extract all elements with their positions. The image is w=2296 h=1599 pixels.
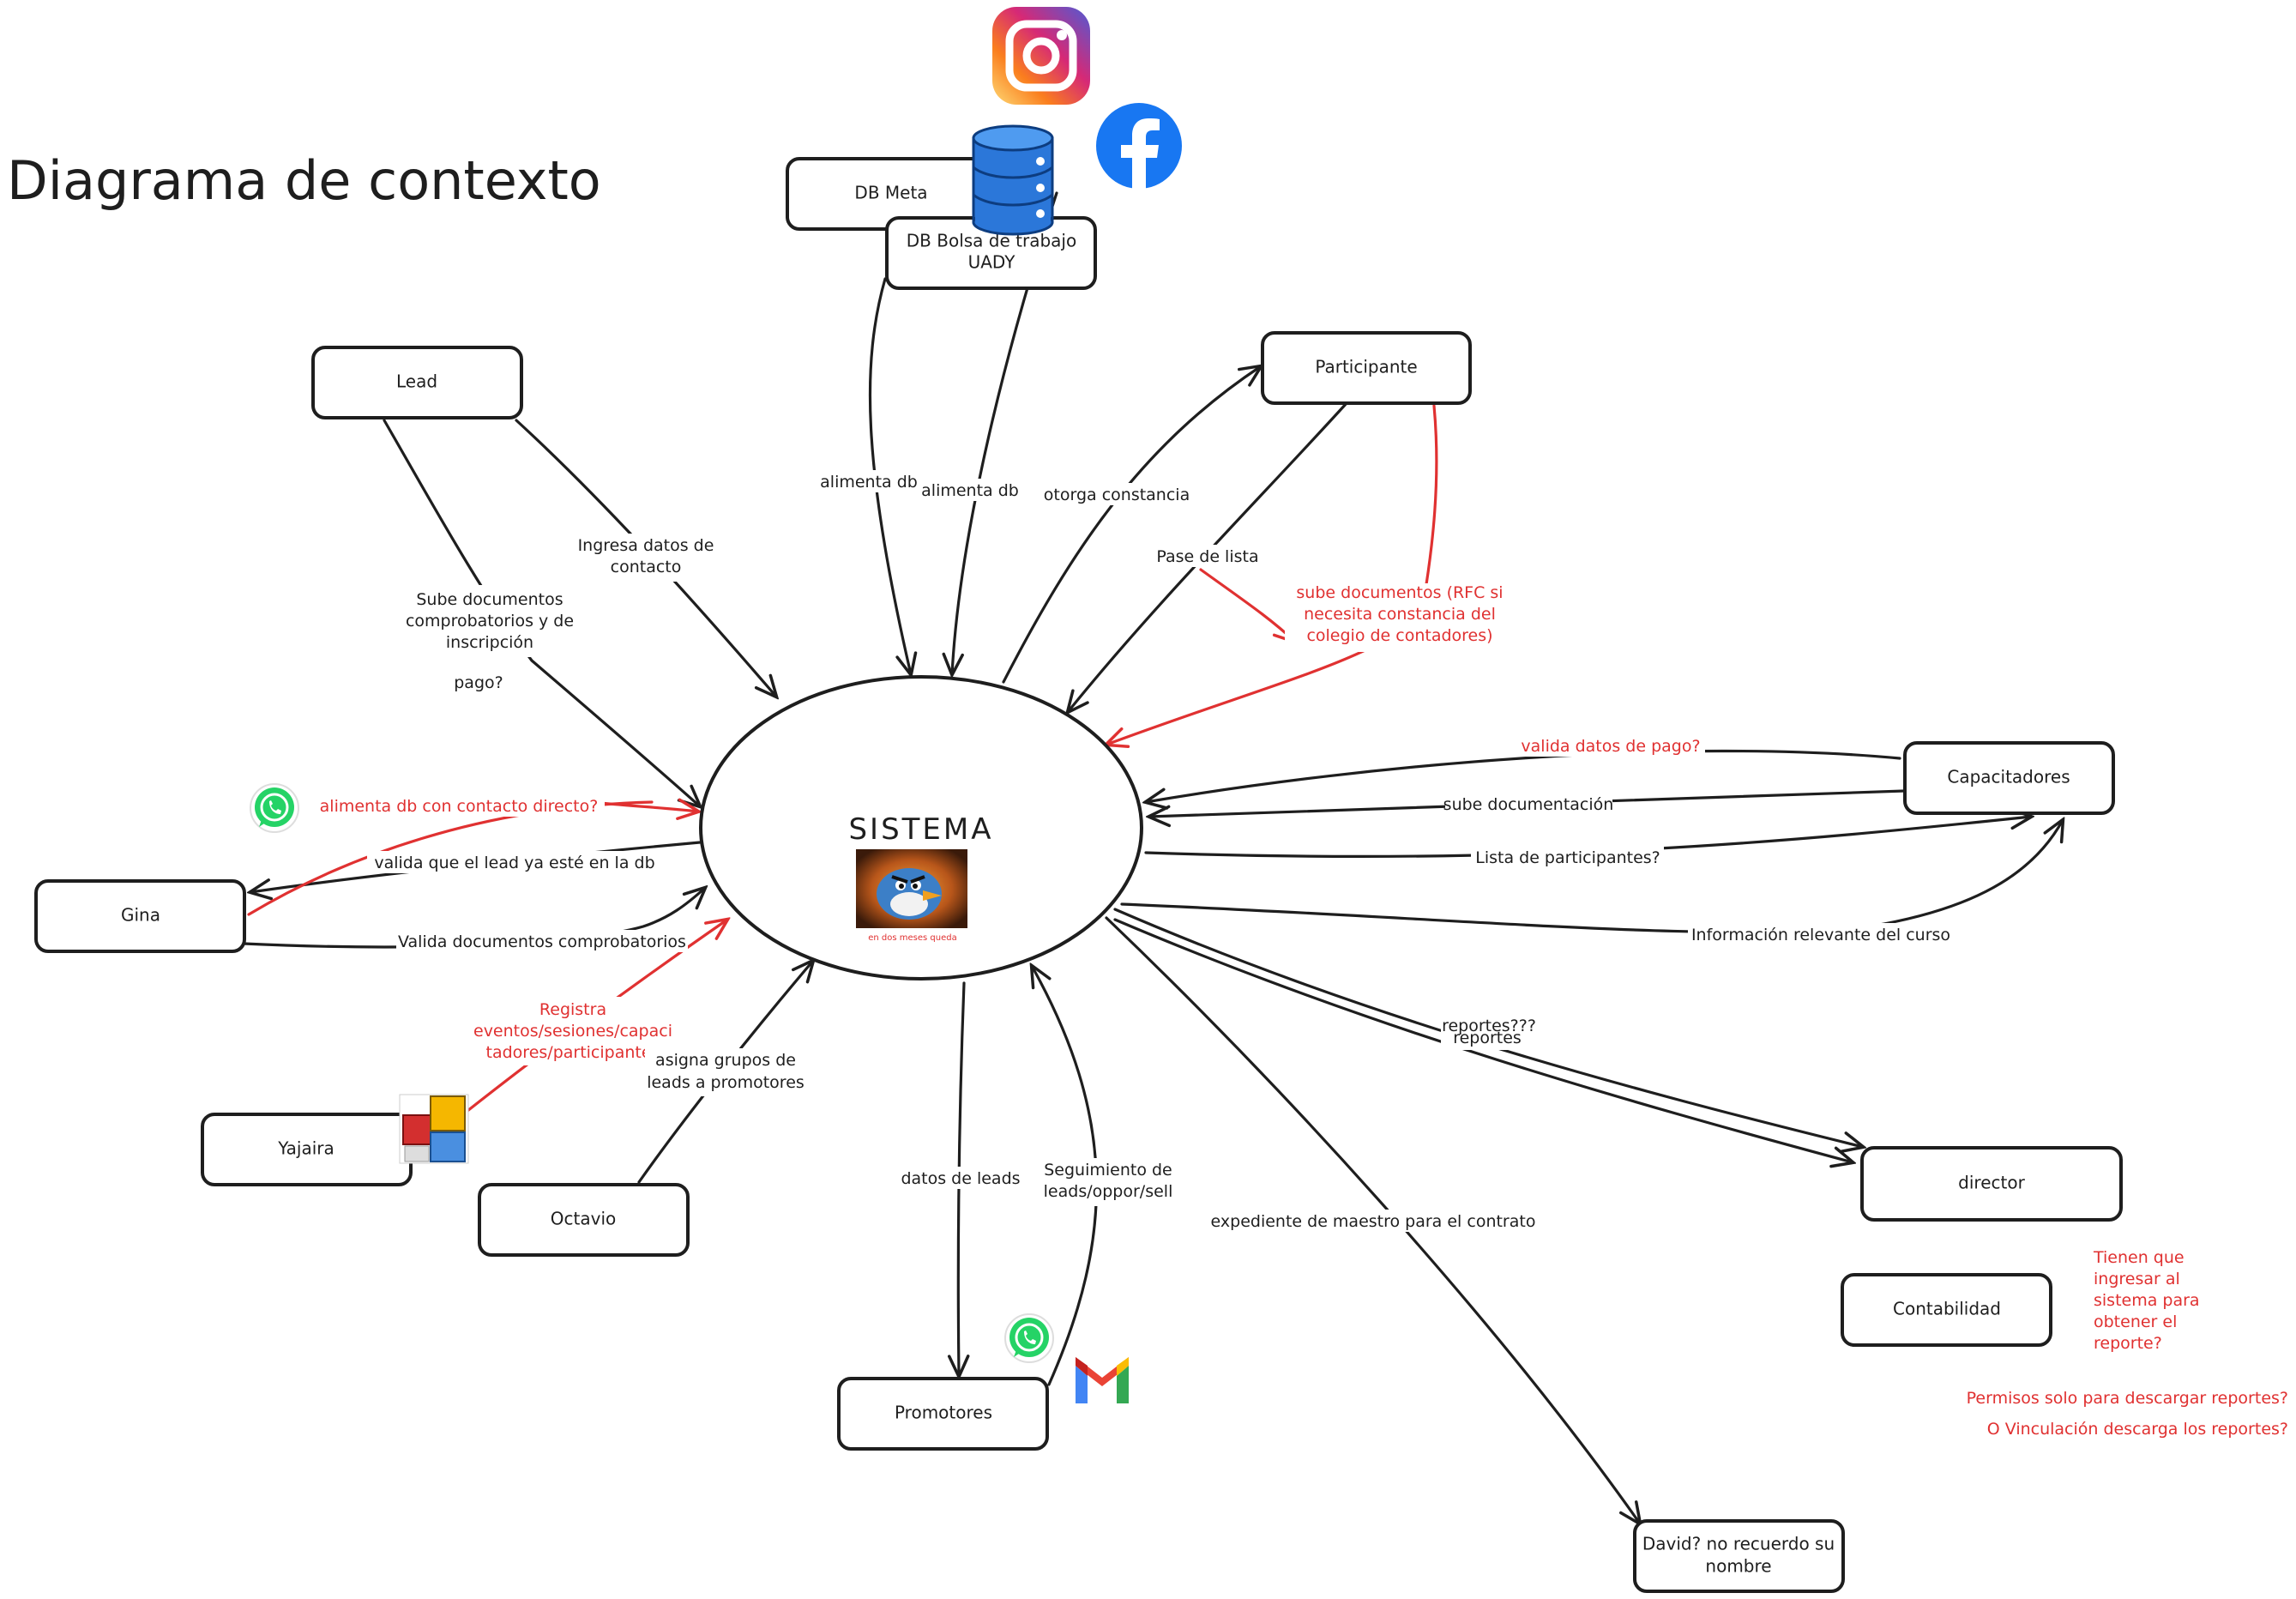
node-participante[interactable]: Participante: [1261, 331, 1472, 405]
label-seguimiento-2: leads/oppor/sell: [1044, 1182, 1173, 1201]
whatsapp-icon: [250, 783, 299, 833]
node-gina[interactable]: Gina: [34, 879, 246, 953]
label-alimenta-db-bolsa: alimenta db: [921, 481, 1019, 500]
label-valida-documentos: Valida documentos comprobatorios: [398, 932, 686, 951]
label-pago: pago?: [454, 673, 503, 692]
label-otorga-constancia: otorga constancia: [1044, 486, 1190, 504]
node-octavio[interactable]: Octavio: [478, 1183, 690, 1257]
facebook-icon: [1096, 103, 1182, 189]
node-db-bolsa-label-2: UADY: [968, 252, 1016, 273]
node-capacitadores[interactable]: Capacitadores: [1903, 741, 2115, 815]
office-icon: [399, 1094, 469, 1164]
label-sube-docs-participante-1: sube documentos (RFC si: [1296, 583, 1503, 602]
database-icon: [972, 124, 1054, 236]
node-director-label: director: [1958, 1173, 2025, 1193]
edge-sube-docs-participante: [1106, 404, 1438, 745]
gmail-icon: [1076, 1357, 1129, 1403]
label-informacion-curso: Información relevante del curso: [1691, 926, 1950, 944]
node-david-label-2: nombre: [1705, 1556, 1771, 1577]
node-contabilidad-label: Contabilidad: [1893, 1299, 2001, 1319]
label-ingresa-datos-2: contacto: [611, 558, 682, 576]
edge-contacto-directo-arrow: [599, 803, 698, 812]
label-sube-docs-participante-3: colegio de contadores): [1306, 626, 1492, 645]
label-sube-docs-lead-1: Sube documentos: [416, 590, 563, 609]
sistema-image-caption: en dos meses queda: [868, 933, 956, 943]
node-yajaira-label: Yajaira: [277, 1138, 334, 1159]
instagram-icon: [992, 7, 1090, 105]
node-promotores-label: Promotores: [895, 1403, 992, 1423]
label-expediente-maestro: expediente de maestro para el contrato: [1211, 1212, 1536, 1231]
label-sube-documentacion: sube documentación: [1443, 795, 1614, 814]
contabilidad-note: Tienen que ingresar al sistema para obte…: [2093, 1248, 2200, 1353]
edge-valida-pago: [1146, 749, 1901, 802]
node-david-label-1: David? no recuerdo su: [1642, 1534, 1835, 1554]
node-yajaira[interactable]: Yajaira: [201, 1113, 413, 1186]
label-seguimiento-1: Seguimiento de: [1044, 1161, 1172, 1180]
node-lead[interactable]: Lead: [311, 346, 523, 419]
contabilidad-note-line-4: obtener el: [2094, 1312, 2177, 1331]
label-alimenta-db-meta: alimenta db: [820, 473, 918, 492]
label-asigna-grupos-1: asigna grupos de: [655, 1051, 796, 1070]
label-reportes: reportes: [1453, 1029, 1522, 1047]
contabilidad-note-line-2: ingresar al: [2094, 1270, 2180, 1288]
label-ingresa-datos-1: Ingresa datos de: [578, 536, 714, 555]
node-participante-label: Participante: [1315, 357, 1417, 377]
node-director[interactable]: director: [1860, 1146, 2123, 1222]
label-sube-docs-lead-3: inscripción: [446, 633, 533, 652]
diagram-title: Diagrama de contexto: [7, 149, 601, 212]
node-david[interactable]: David? no recuerdo su nombre: [1633, 1519, 1845, 1593]
label-pase-de-lista: Pase de lista: [1156, 547, 1258, 566]
label-valida-lead: valida que el lead ya esté en la db: [374, 854, 654, 872]
label-datos-de-leads: datos de leads: [901, 1169, 1020, 1188]
note-vinculacion: O Vinculación descarga los reportes?: [1987, 1420, 2288, 1439]
node-gina-label: Gina: [121, 905, 160, 926]
node-sistema[interactable]: SISTEMA en dos meses queda: [699, 675, 1143, 981]
edge-sube-docs-lead: [383, 419, 700, 806]
label-asigna-grupos-2: leads a promotores: [647, 1073, 805, 1092]
node-db-bolsa[interactable]: DB Bolsa de trabajo UADY: [885, 216, 1097, 290]
node-octavio-label: Octavio: [551, 1209, 616, 1229]
label-lista-participantes: Lista de participantes?: [1475, 848, 1660, 867]
label-registra-eventos-1: Registra: [539, 1000, 606, 1019]
edge-reportes: [1113, 918, 1853, 1162]
contabilidad-note-line-1: Tienen que: [2093, 1248, 2185, 1267]
label-registra-eventos-3: tadores/participantes: [486, 1043, 660, 1062]
edge-db-meta: [868, 277, 911, 674]
node-capacitadores-label: Capacitadores: [1947, 767, 2070, 787]
angry-bird-image: [856, 849, 967, 928]
node-contabilidad[interactable]: Contabilidad: [1841, 1273, 2052, 1347]
contabilidad-note-line-3: sistema para: [2094, 1291, 2200, 1310]
edge-pase-lista-red: [1199, 568, 1295, 642]
whatsapp-icon: [1004, 1313, 1054, 1363]
note-permisos: Permisos solo para descargar reportes?: [1967, 1389, 2288, 1408]
label-sube-docs-participante-2: necesita constancia del: [1304, 605, 1496, 624]
contabilidad-note-line-5: reporte?: [2094, 1334, 2162, 1353]
node-db-meta-label: DB Meta: [854, 183, 927, 203]
node-lead-label: Lead: [396, 371, 437, 392]
label-reportes-q: reportes???: [1442, 1017, 1536, 1035]
label-contacto-directo: alimenta db con contacto directo?: [320, 797, 599, 816]
node-promotores[interactable]: Promotores: [837, 1377, 1049, 1451]
edge-informacion-curso: [1120, 820, 2063, 934]
sistema-label: SISTEMA: [848, 812, 993, 847]
label-sube-docs-lead-2: comprobatorios y de: [406, 612, 574, 631]
label-valida-pago: valida datos de pago?: [1521, 737, 1700, 756]
label-registra-eventos-2: eventos/sesiones/capaci: [473, 1022, 672, 1041]
node-db-bolsa-label-1: DB Bolsa de trabajo: [907, 231, 1076, 251]
